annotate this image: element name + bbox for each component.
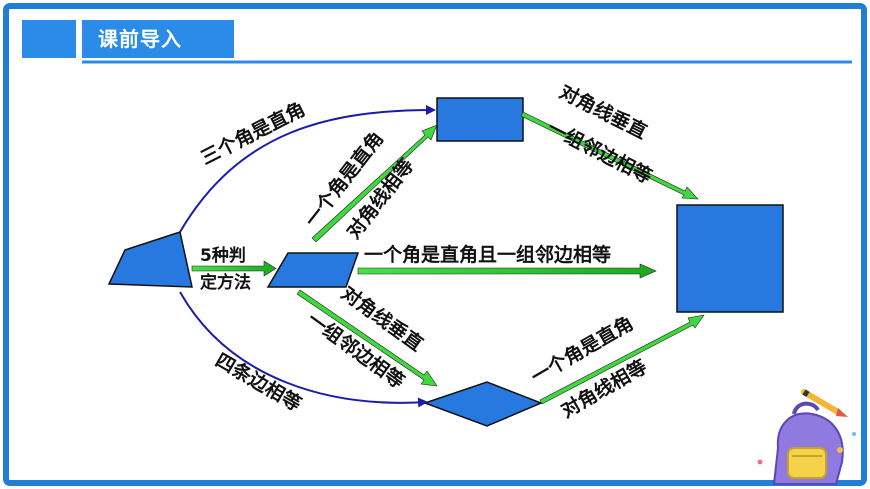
- parallelogram-shape: [266, 252, 360, 288]
- arrow-quad-to-para: [191, 260, 277, 277]
- page-title: 课前导入: [82, 20, 234, 58]
- arrow-rhombus-to-square: [539, 314, 705, 405]
- arrow-para-to-rect: [311, 124, 438, 243]
- rhombus-shape: [422, 381, 543, 427]
- slide-border: [3, 3, 867, 486]
- quadrilateral-shape: [107, 231, 193, 288]
- arrow-para-to-square: [357, 263, 657, 279]
- arrow-para-to-rhombus: [296, 289, 438, 387]
- rectangle-shape: [436, 97, 524, 142]
- label-four-equal-sides: 四条边相等: [212, 348, 306, 415]
- square-shape: [676, 204, 784, 313]
- label-five-methods-line1: 5种判: [200, 245, 246, 266]
- backpack-icon: [757, 401, 856, 485]
- label-three-right-angles: 三个角是直角: [197, 97, 309, 169]
- curve-quad-to-rect: [179, 105, 436, 233]
- arrow-rect-to-square: [520, 111, 699, 200]
- label-para-square: 一个角是直角且一组邻边相等: [364, 243, 611, 266]
- curve-quad-to-rhombus: [179, 291, 428, 408]
- pencil-icon: [801, 389, 848, 417]
- label-five-methods-line2: 定方法: [200, 272, 251, 293]
- header-accent-block: [22, 20, 76, 58]
